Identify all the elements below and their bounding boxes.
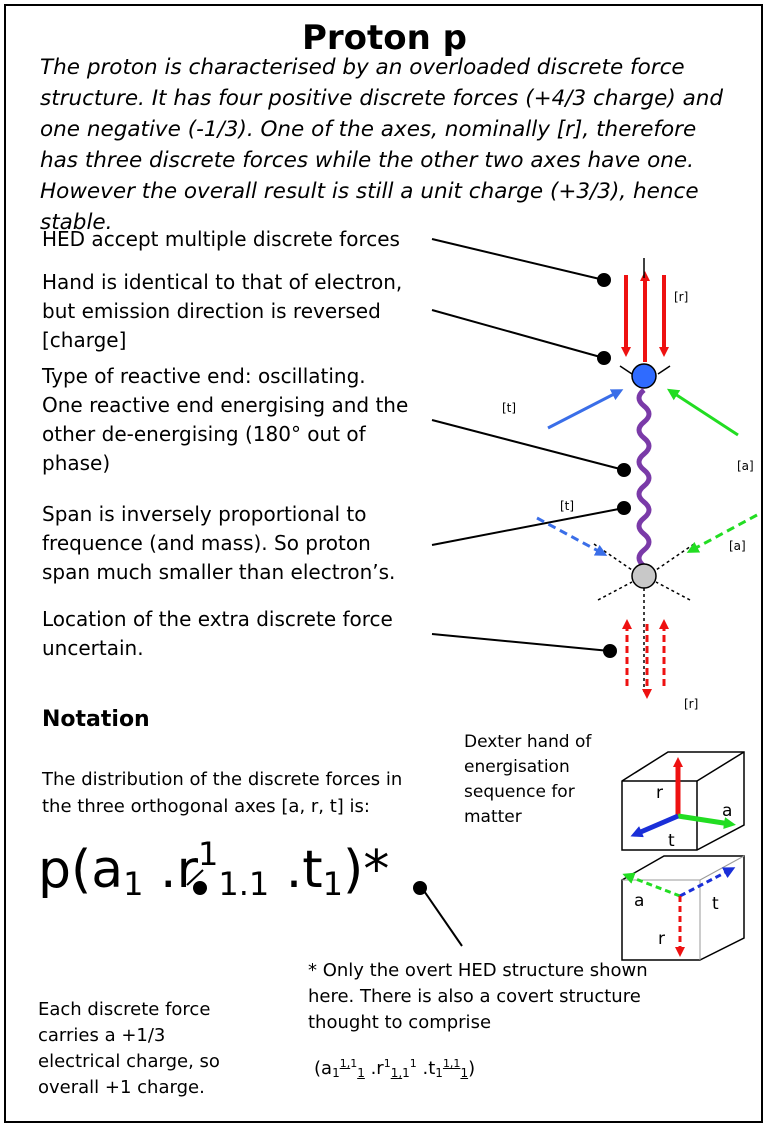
covert-r-sup2: 1 bbox=[409, 1057, 417, 1070]
distribution-text: The distribution of the discrete forces … bbox=[42, 769, 403, 817]
leader-hed bbox=[431, 238, 605, 281]
cube-bottom-label-t: t bbox=[712, 894, 719, 914]
oscillating-spring bbox=[636, 388, 652, 584]
leader-lines bbox=[186, 238, 631, 947]
covert-t-sub2: 1 bbox=[460, 1066, 469, 1080]
leader-hand bbox=[431, 309, 605, 359]
formula-open: p(a bbox=[38, 840, 124, 900]
covert-r-sup: 1 bbox=[383, 1057, 391, 1070]
cube-bottom-label-a: a bbox=[634, 891, 644, 911]
r-bottom-arrows bbox=[622, 619, 669, 699]
label-reactive-end: Type of reactive end: oscillating. One r… bbox=[42, 364, 409, 475]
cube-bottom-label-r: r bbox=[658, 929, 665, 949]
charge-note: Each discrete force carries a +1/3 elect… bbox=[38, 999, 220, 1098]
tag-r-bottom: [r] bbox=[684, 697, 698, 711]
covert-t-sub: 1 bbox=[435, 1066, 443, 1080]
covert-close: ) bbox=[468, 1058, 476, 1079]
top-node-circle bbox=[631, 363, 657, 389]
leader-dot-reactive bbox=[617, 463, 631, 477]
leader-dot-span bbox=[617, 501, 631, 515]
leader-reactive bbox=[431, 419, 625, 471]
cube-top-label-r: r bbox=[656, 783, 663, 803]
cube-top-label-t: t bbox=[668, 831, 675, 851]
covert-r-sub2: 1 bbox=[402, 1066, 410, 1080]
leader-dot-location bbox=[603, 644, 617, 658]
covert-open: (a bbox=[314, 1058, 333, 1079]
cube-top-label-a: a bbox=[722, 801, 732, 821]
page-title: Proton p bbox=[301, 18, 468, 58]
blue-arrow-top bbox=[547, 389, 624, 430]
notation-heading: Notation bbox=[42, 707, 150, 732]
intro-paragraph: The proton is characterised by an overlo… bbox=[40, 55, 724, 235]
tag-a-top: [a] bbox=[737, 459, 754, 473]
formula-r-sub: 1.1 bbox=[218, 865, 270, 903]
label-hed: HED accept multiple discrete forces bbox=[42, 227, 400, 251]
cube-bottom bbox=[621, 855, 745, 961]
tag-t-bottom: [t] bbox=[560, 499, 574, 513]
covert-r-sub: 1, bbox=[390, 1066, 403, 1080]
covert-structure: (a11,11 .r11,11 .t11,11) bbox=[314, 1057, 476, 1080]
formula-t: .t bbox=[269, 840, 323, 900]
covert-a-sub: 1 bbox=[332, 1066, 340, 1080]
leader-charge bbox=[186, 869, 204, 886]
leader-dot-charge bbox=[193, 881, 207, 895]
covert-t: .t bbox=[416, 1058, 436, 1079]
covert-a-sup1: 1, bbox=[339, 1057, 351, 1070]
formula-r-sup: 1 bbox=[197, 835, 219, 873]
label-span: Span is inversely proportional to freque… bbox=[42, 502, 396, 584]
label-location: Location of the extra discrete force unc… bbox=[42, 607, 393, 660]
formula-close: )* bbox=[343, 840, 390, 900]
formula-a-sub: 1 bbox=[123, 865, 144, 903]
cube-top bbox=[621, 751, 745, 851]
page-frame bbox=[4, 4, 763, 1123]
top-node bbox=[619, 363, 671, 389]
tag-t-top: [t] bbox=[502, 401, 516, 415]
r-top-arrows bbox=[621, 271, 669, 362]
overt-note: * Only the overt HED structure shown her… bbox=[308, 960, 648, 1033]
dexter-hand-caption: Dexter hand of energisation sequence for… bbox=[464, 732, 592, 827]
cube-blue-arrow bbox=[630, 813, 679, 838]
label-hand: Hand is identical to that of electron, b… bbox=[42, 270, 403, 352]
bottom-node-circle bbox=[631, 563, 657, 589]
covert-r: .r bbox=[364, 1058, 384, 1079]
covert-a-sub2: 1 bbox=[357, 1066, 365, 1080]
leader-overt bbox=[421, 887, 463, 947]
green-arrow-top bbox=[666, 388, 739, 437]
leader-span bbox=[431, 507, 625, 546]
covert-t-sup: 1,1 bbox=[442, 1057, 461, 1070]
leader-dot-hed bbox=[597, 273, 611, 287]
leader-dot-hand bbox=[597, 351, 611, 365]
leader-dot-overt bbox=[413, 881, 427, 895]
bottom-node bbox=[593, 543, 695, 692]
formula-r: .r bbox=[143, 840, 198, 900]
leader-location bbox=[431, 633, 611, 652]
covert-a-sup2: 1 bbox=[350, 1057, 358, 1070]
tag-a-bottom: [a] bbox=[729, 539, 746, 553]
notation-formula: p(a1 .r11.1 .t1)* bbox=[38, 835, 390, 914]
formula-t-sub: 1 bbox=[322, 865, 344, 903]
cube-green-arrow bbox=[677, 813, 736, 830]
tag-r-top: [r] bbox=[674, 290, 688, 304]
green-dashed-arrow bbox=[686, 513, 758, 553]
